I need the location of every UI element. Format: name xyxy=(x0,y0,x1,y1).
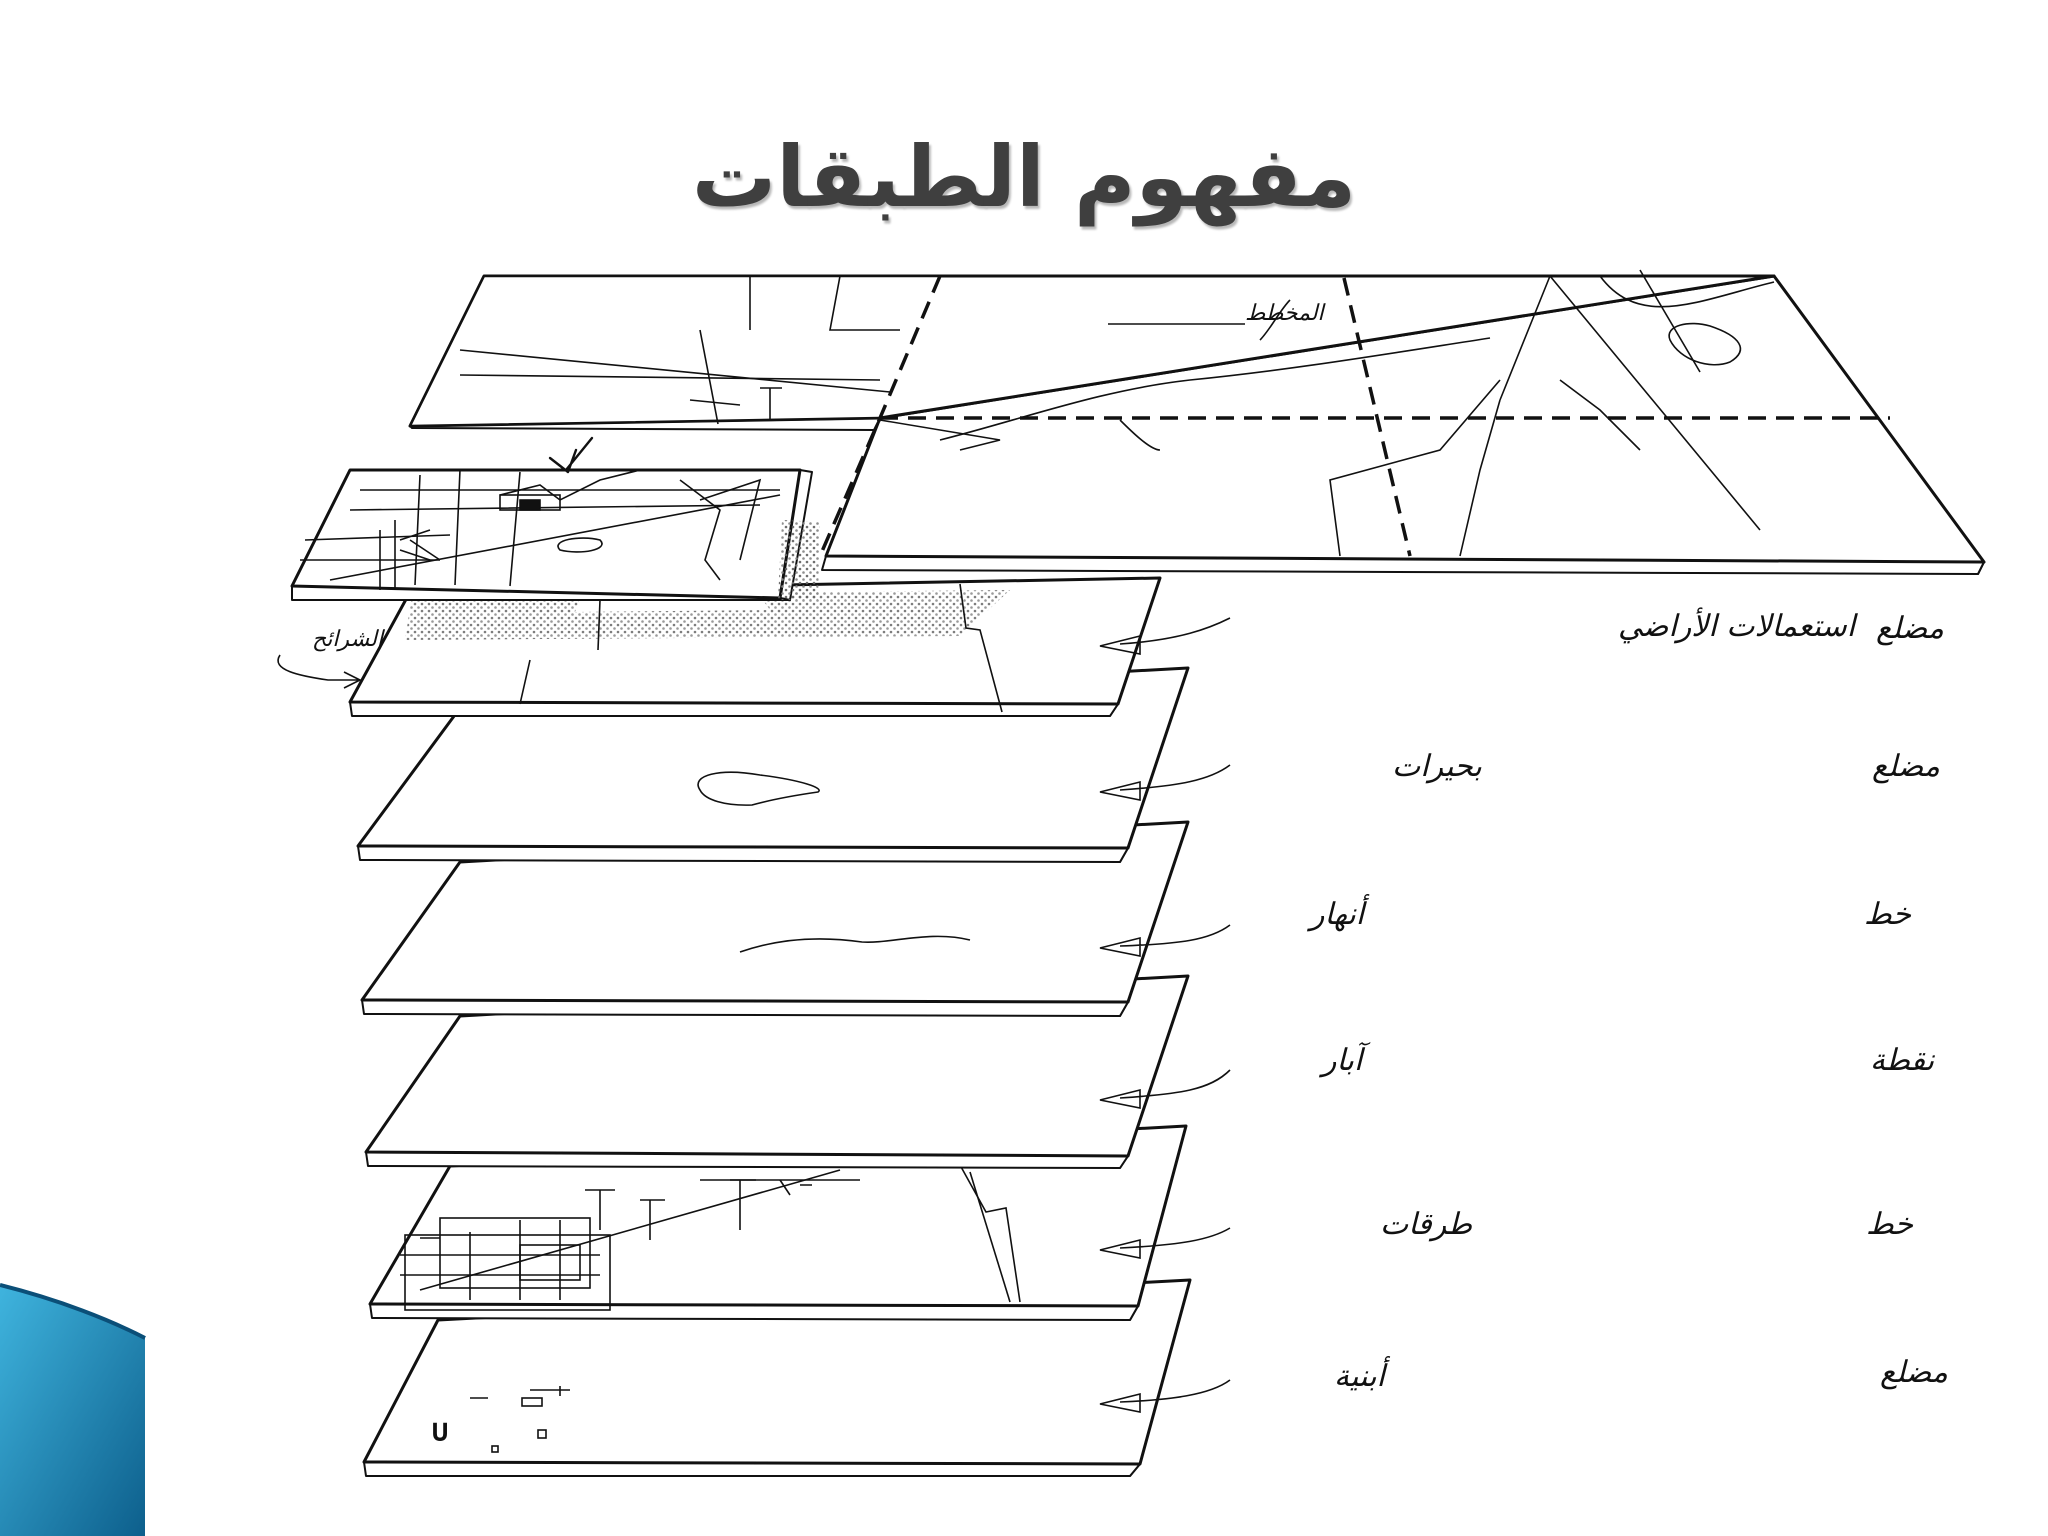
layer-type-labels: مضلع مضلع خط نقطة خط مضلع xyxy=(1864,611,1948,1390)
layer-name-roads: طرقات xyxy=(1380,1207,1473,1242)
corner-accent-shape xyxy=(0,1285,145,1536)
layer-type-roads: خط xyxy=(1866,1207,1913,1242)
layer-type-rivers: خط xyxy=(1864,897,1911,932)
layer-name-buildings: أبنية xyxy=(1334,1356,1391,1394)
layer-name-rivers: أنهار xyxy=(1306,894,1370,932)
layer-name-labels: استعمالات الأراضي بحيرات أنهار آبار طرقا… xyxy=(1306,607,1859,1394)
side-label-arrow xyxy=(278,655,360,688)
inset-pointer-arrow xyxy=(550,438,592,472)
side-label-slides: الشرائح xyxy=(312,627,386,652)
layer-type-wells: نقطة xyxy=(1870,1043,1936,1078)
layer-name-lakes: بحيرات xyxy=(1392,749,1482,784)
layer-name-wells: آبار xyxy=(1318,1041,1371,1078)
svg-text:U: U xyxy=(432,1421,448,1446)
layer-name-land-use: استعمالات الأراضي xyxy=(1618,607,1859,644)
composite-map-label: المخطط xyxy=(1245,301,1327,326)
layer-type-buildings: مضلع xyxy=(1880,1355,1948,1390)
layer-type-lakes: مضلع xyxy=(1872,749,1940,784)
layer-type-land-use: مضلع xyxy=(1876,611,1944,646)
inset-detail-sheet xyxy=(292,438,820,600)
